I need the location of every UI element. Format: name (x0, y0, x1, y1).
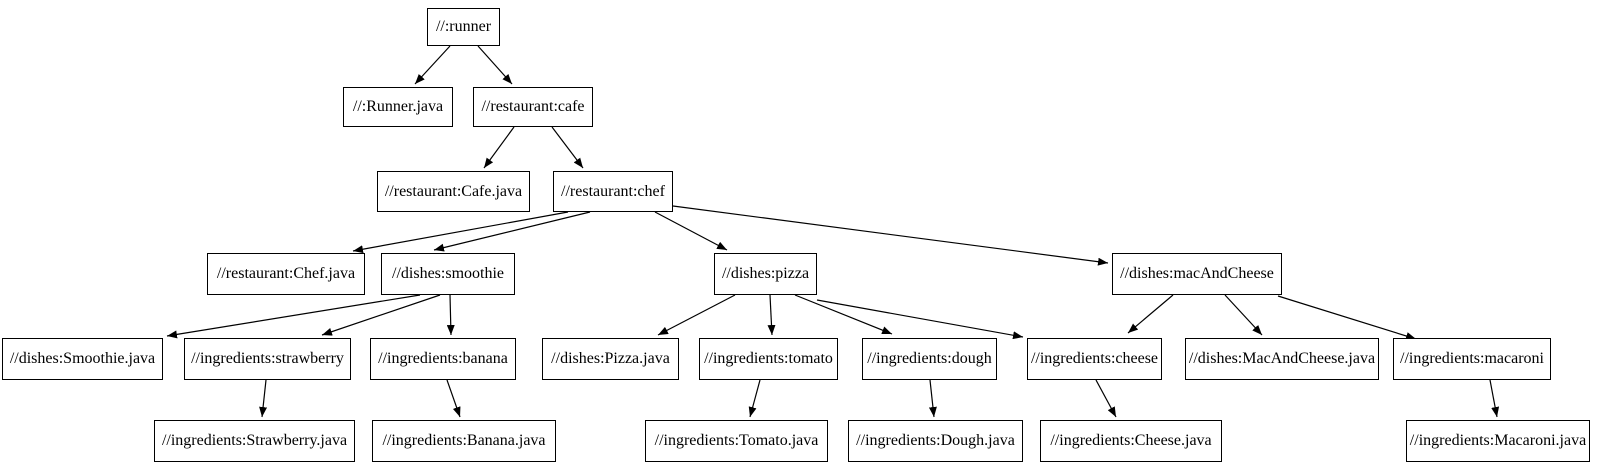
node-cafe: //restaurant:cafe (473, 87, 593, 127)
node-chef: //restaurant:chef (553, 171, 673, 212)
node-banana-java: //ingredients:Banana.java (372, 420, 556, 462)
edge-pizza-cheese (816, 299, 1024, 340)
edge-runner-cafe (477, 45, 513, 85)
edge-dough-dough-java (928, 379, 937, 418)
node-dough-java: //ingredients:Dough.java (848, 420, 1023, 462)
node-smoothie: //dishes:smoothie (381, 253, 515, 295)
node-dough: //ingredients:dough (862, 338, 997, 380)
edge-smoothie-strawberry (321, 294, 441, 336)
edge-chef-pizza (654, 211, 728, 251)
node-pizza: //dishes:pizza (714, 253, 817, 295)
edge-macaroni-macaroni-java (1489, 379, 1500, 418)
node-macaroni-java: //ingredients:Macaroni.java (1406, 420, 1590, 462)
edge-macandcheese-macaroni (1277, 295, 1417, 340)
edge-macandcheese-cheese (1127, 294, 1174, 334)
edge-tomato-tomato-java (748, 379, 761, 418)
edge-pizza-pizza-java (657, 294, 736, 336)
node-chef-java: //restaurant:Chef.java (207, 253, 365, 295)
edge-chef-macandcheese (672, 205, 1109, 266)
edge-cafe-cafe-java (483, 126, 515, 169)
node-macandcheese: //dishes:macAndCheese (1112, 253, 1282, 295)
edge-macandcheese-macandcheese-java (1224, 294, 1263, 336)
node-cafe-java: //restaurant:Cafe.java (377, 171, 530, 212)
node-cheese-java: //ingredients:Cheese.java (1040, 420, 1222, 462)
node-runner: //:runner (427, 8, 500, 46)
edge-pizza-tomato (767, 294, 776, 336)
edge-smoothie-smoothie-java (166, 294, 421, 339)
node-macandcheese-java: //dishes:MacAndCheese.java (1185, 338, 1379, 380)
node-runner-java: //:Runner.java (343, 87, 453, 127)
node-macaroni: //ingredients:macaroni (1393, 338, 1551, 380)
edge-runner-runner-java (414, 45, 451, 85)
edge-cheese-cheese-java (1095, 379, 1117, 418)
node-tomato-java: //ingredients:Tomato.java (645, 420, 828, 462)
edge-pizza-dough (794, 294, 893, 335)
edge-strawberry-strawberry-java (259, 379, 268, 418)
edge-cafe-chef (551, 126, 584, 169)
edge-chef-smoothie (433, 211, 591, 252)
edge-chef-chef-java (352, 211, 569, 254)
node-tomato: //ingredients:tomato (699, 338, 838, 380)
node-cheese: //ingredients:cheese (1027, 338, 1162, 380)
node-smoothie-java: //dishes:Smoothie.java (2, 338, 163, 380)
node-banana: //ingredients:banana (370, 338, 516, 380)
edge-smoothie-banana (446, 294, 455, 336)
node-pizza-java: //dishes:Pizza.java (542, 338, 679, 380)
node-strawberry-java: //ingredients:Strawberry.java (154, 420, 355, 462)
node-strawberry: //ingredients:strawberry (184, 338, 351, 380)
edge-banana-banana-java (446, 379, 461, 418)
